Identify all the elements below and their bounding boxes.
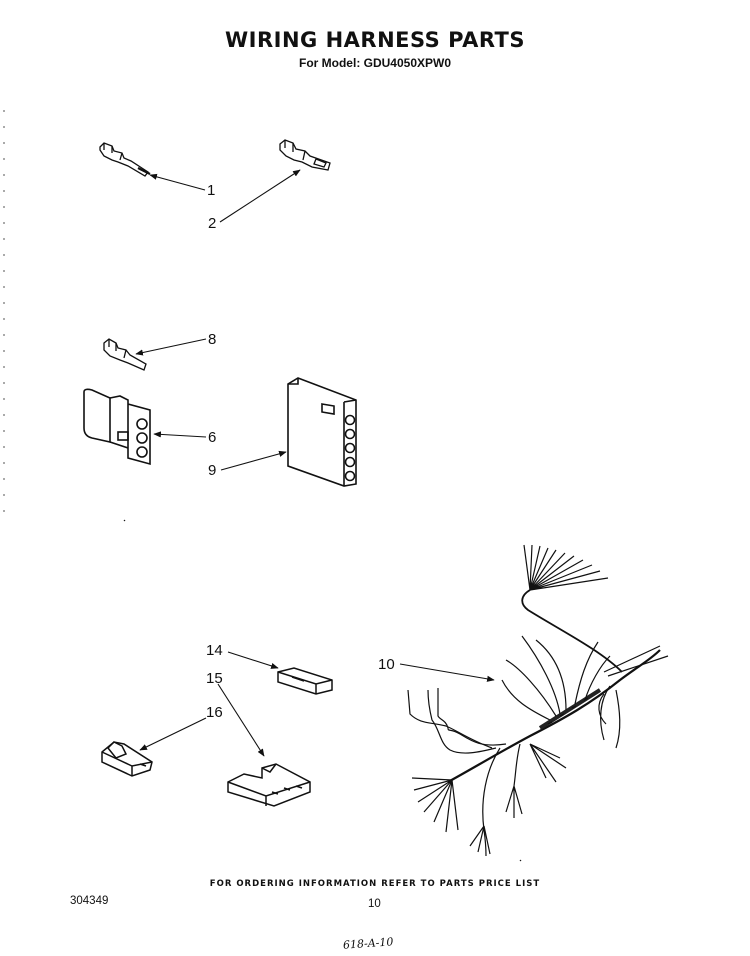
- connector-part-9: [287, 377, 357, 487]
- terminal-part-8: [103, 338, 147, 371]
- leader-16: [139, 717, 207, 751]
- callout-6: 6: [208, 429, 216, 446]
- leader-15: [217, 683, 265, 757]
- model-subtitle: For Model: GDU4050XPW0: [298, 56, 452, 70]
- leader-lines: [135, 169, 495, 757]
- terminal-part-2: [279, 139, 331, 171]
- leader-6: [153, 431, 207, 438]
- leader-2: [219, 169, 301, 223]
- callout-16: 16: [206, 704, 223, 721]
- callout-2: 2: [208, 215, 216, 232]
- connector-part-6: [83, 388, 151, 466]
- callout-10: 10: [378, 656, 395, 673]
- page-title: WIRING HARNESS PARTS: [224, 28, 525, 52]
- connector-part-14: [277, 667, 333, 695]
- callout-9: 9: [208, 462, 216, 479]
- document-number: 304349: [70, 895, 109, 907]
- leader-8: [135, 338, 207, 356]
- callout-15: 15: [206, 670, 223, 687]
- ordering-note: FOR ORDERING INFORMATION REFER TO PARTS …: [209, 879, 541, 889]
- leader-9: [220, 450, 287, 471]
- page-number: 10: [368, 898, 381, 910]
- leader-14: [227, 651, 279, 669]
- callout-14: 14: [206, 642, 223, 659]
- connector-part-15: [227, 763, 311, 807]
- wiring-harness-part-10: [123, 519, 669, 862]
- callout-8: 8: [208, 331, 216, 348]
- leader-10: [399, 663, 495, 682]
- connector-part-16: [101, 741, 153, 777]
- callout-1: 1: [207, 182, 215, 199]
- leader-1: [149, 173, 206, 191]
- terminal-part-1: [99, 142, 151, 177]
